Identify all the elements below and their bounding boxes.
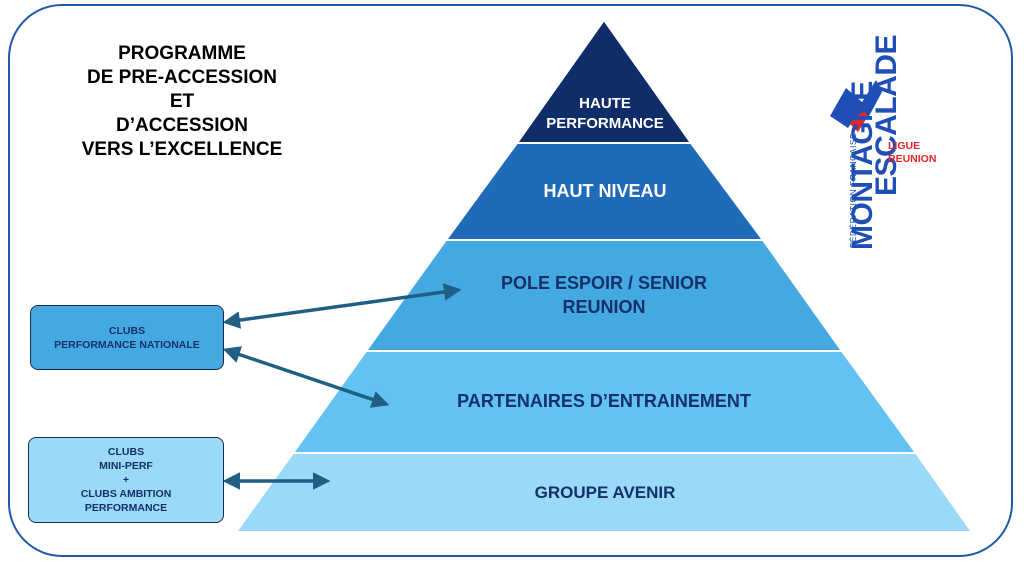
ligue-line: REUNION: [888, 153, 937, 165]
title-line: D’ACCESSION: [116, 115, 248, 136]
tier-1-label-line: PERFORMANCE: [546, 115, 664, 132]
arrow-clubs-to-pole-espoir: [222, 283, 462, 329]
club-box-line: CLUBS AMBITION: [80, 488, 172, 500]
clubs-performance-nationale-box: CLUBS PERFORMANCE NATIONALE: [30, 305, 224, 370]
ligue-reunion-text: LIGUE REUNION: [888, 140, 936, 166]
clubs-mini-perf-box: CLUBS MINI-PERF + CLUBS AMBITION PERFORM…: [28, 437, 224, 523]
club-box-line: CLUBS: [107, 446, 145, 458]
ligue-line: LIGUE: [888, 140, 921, 152]
club-box-line: PERFORMANCE NATIONALE: [54, 338, 200, 351]
arrow-clubs-to-partenaires: [222, 346, 390, 408]
tier-2-label: HAUT NIVEAU: [543, 180, 666, 202]
title-line: ET: [169, 91, 195, 112]
tier-1-label: HAUTE PERFORMANCE: [546, 94, 664, 134]
tier-5-groupe-avenir: [234, 452, 974, 533]
tier-5-label: GROUPE AVENIR: [535, 482, 676, 504]
tier-3-label-line: POLE ESPOIR / SENIOR: [500, 273, 708, 293]
title-line: VERS L’EXCELLENCE: [81, 139, 283, 160]
club-box-line: +: [122, 474, 130, 486]
tier-4-label: PARTENAIRES D’ENTRAINEMENT: [457, 390, 751, 412]
escalade-text: ESCALADE: [870, 34, 903, 196]
club-box-line: CLUBS: [108, 324, 146, 337]
mountain-mark-icon: [830, 80, 882, 132]
tier-3-label-line: REUNION: [562, 297, 646, 317]
tier-1-label-line: HAUTE: [579, 95, 631, 112]
rounded-frame: [8, 4, 1013, 557]
tier-5-label-line: GROUPE AVENIR: [534, 483, 676, 502]
tier-3-label: POLE ESPOIR / SENIOR REUNION: [501, 271, 707, 319]
title-line: PROGRAMME: [118, 43, 246, 64]
tier-4-label-line: PARTENAIRES D’ENTRAINEMENT: [457, 391, 751, 411]
title-line: DE PRE-ACCESSION: [86, 67, 278, 88]
club-box-line: PERFORMANCE: [84, 502, 168, 514]
program-title: PROGRAMME DE PRE-ACCESSION ET D’ACCESSIO…: [62, 42, 302, 162]
club-box-line: MINI-PERF: [99, 460, 153, 472]
tier-2-label-line: HAUT NIVEAU: [543, 181, 667, 201]
